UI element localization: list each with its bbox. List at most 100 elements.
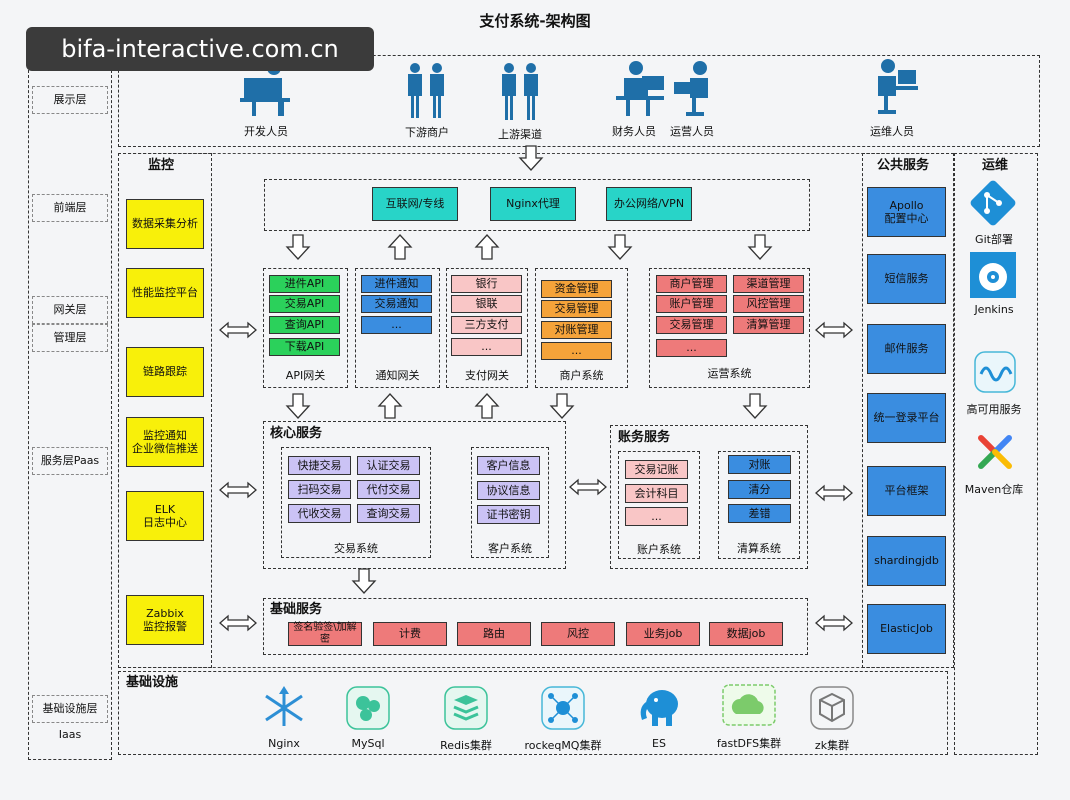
base-item-fee[interactable]: 计费 [373,622,447,646]
arrow-up-notify [388,234,412,260]
base-item-sign[interactable]: 签名验签\加解密 [288,622,362,646]
trade-item-3[interactable]: 代付交易 [357,480,420,499]
layer-management: 管理层 [32,324,108,352]
persona-operator: 运营人员 [670,125,714,138]
trade-item-5[interactable]: 查询交易 [357,504,420,523]
public-shardingjdb[interactable]: shardingjdb [867,536,946,586]
persona-ops: 运维人员 [870,125,914,138]
pay-item-3[interactable]: ... [451,338,522,356]
api-item-2[interactable]: 查询API [269,316,340,334]
public-framework[interactable]: 平台框架 [867,466,946,516]
api-gateway-box [263,268,348,388]
persona-channel: 上游渠道 [498,128,542,141]
pay-item-0[interactable]: 银行 [451,275,522,293]
arrow-up-pay [475,234,499,260]
base-item-route[interactable]: 路由 [457,622,531,646]
ops-item-6[interactable]: ... [656,339,727,357]
account-item-2[interactable]: ... [625,507,688,526]
monitor-performance[interactable]: 性能监控平台 [126,268,204,318]
access-layer-box [264,179,810,231]
git-icon [970,180,1016,226]
ops-item-2[interactable]: 账户管理 [656,295,727,313]
notify-item-0[interactable]: 进件通知 [361,275,432,293]
ops-item-4[interactable]: 交易管理 [656,316,727,334]
devops-title: 运维 [982,158,1009,173]
core-service-title: 核心服务 [270,426,323,441]
public-sms[interactable]: 短信服务 [867,254,946,304]
layer-frontend: 前端层 [32,194,108,222]
notify-gateway-label: 通知网关 [375,369,420,382]
merchant-item-2[interactable]: 对账管理 [541,321,612,339]
monitor-tracing[interactable]: 链路跟踪 [126,347,204,397]
access-vpn[interactable]: 办公网络/VPN [606,187,692,221]
monitor-panel [118,153,212,668]
merchant-item-1[interactable]: 交易管理 [541,300,612,318]
api-item-1[interactable]: 交易API [269,295,340,313]
clear-item-0[interactable]: 对账 [728,455,791,474]
pay-item-2[interactable]: 三方支付 [451,316,522,334]
public-elasticjob[interactable]: ElasticJob [867,604,946,654]
infra-redis-label: Redis集群 [440,739,492,752]
public-apollo[interactable]: Apollo 配置中心 [867,187,946,237]
ops-item-0[interactable]: 商户管理 [656,275,727,293]
clear-item-1[interactable]: 清分 [728,480,791,499]
notify-item-2[interactable]: ... [361,316,432,334]
devops-maven-label: Maven仓库 [964,483,1024,496]
trade-item-4[interactable]: 代收交易 [288,504,351,523]
account-item-1[interactable]: 会计科目 [625,484,688,503]
access-nginx[interactable]: Nginx代理 [490,187,576,221]
api-item-3[interactable]: 下载API [269,338,340,356]
infra-es-label: ES [652,737,666,750]
arrow-lr-monitor-core [219,482,257,498]
nginx-icon [265,686,303,726]
public-sso[interactable]: 统一登录平台 [867,393,946,443]
clear-item-2[interactable]: 差错 [728,504,791,523]
ops-item-1[interactable]: 渠道管理 [733,275,804,293]
trade-item-0[interactable]: 快捷交易 [288,456,351,475]
fastdfs-icon [722,684,776,726]
monitor-zabbix[interactable]: Zabbix 监控报警 [126,595,204,645]
merchant-item-3[interactable]: ... [541,342,612,360]
core-service-box [263,421,566,569]
developer-icon [240,61,290,116]
arrow-lr-base-public [815,615,853,631]
monitor-data-collect[interactable]: 数据采集分析 [126,199,204,249]
account-item-0[interactable]: 交易记账 [625,460,688,479]
public-mail[interactable]: 邮件服务 [867,324,946,374]
account-system-box [618,451,700,559]
api-item-0[interactable]: 进件API [269,275,340,293]
trade-item-1[interactable]: 认证交易 [357,456,420,475]
customer-item-1[interactable]: 协议信息 [477,481,540,500]
devops-jenkins-label: Jenkins [974,303,1014,316]
devops-ha-label: 高可用服务 [966,403,1022,416]
maven-icon [978,435,1012,469]
arrow-down-core-merchant [550,393,574,419]
infra-mysql-label: MySql [351,737,385,750]
monitor-elk[interactable]: ELK 日志中心 [126,491,204,541]
base-service-box [263,598,808,655]
arrow-lr-monitor-gw [219,322,257,338]
base-service-title: 基础服务 [270,602,323,617]
merchant-item-0[interactable]: 资金管理 [541,280,612,298]
pay-item-1[interactable]: 银联 [451,295,522,313]
trade-item-2[interactable]: 扫码交易 [288,480,351,499]
account-system-label: 账户系统 [637,543,681,556]
trade-system-label: 交易系统 [334,542,378,555]
ops-system-box [649,268,810,388]
notify-gateway-box [355,268,440,388]
ops-item-5[interactable]: 清算管理 [733,316,804,334]
base-item-risk[interactable]: 风控 [541,622,615,646]
base-item-bizjob[interactable]: 业务job [626,622,700,646]
ops-engineer-icon [878,59,918,114]
arrow-down-top [519,145,543,171]
base-item-datajob[interactable]: 数据job [709,622,783,646]
arrow-lr-account-public [815,485,853,501]
monitor-notify[interactable]: 监控通知 企业微信推送 [126,417,204,467]
ops-item-3[interactable]: 风控管理 [733,295,804,313]
access-internet[interactable]: 互联网/专线 [372,187,458,221]
customer-item-2[interactable]: 证书密钥 [477,505,540,524]
customer-item-0[interactable]: 客户信息 [477,456,540,475]
mysql-icon [346,686,390,730]
clear-system-label: 清算系统 [737,542,781,555]
notify-item-1[interactable]: 交易通知 [361,295,432,313]
